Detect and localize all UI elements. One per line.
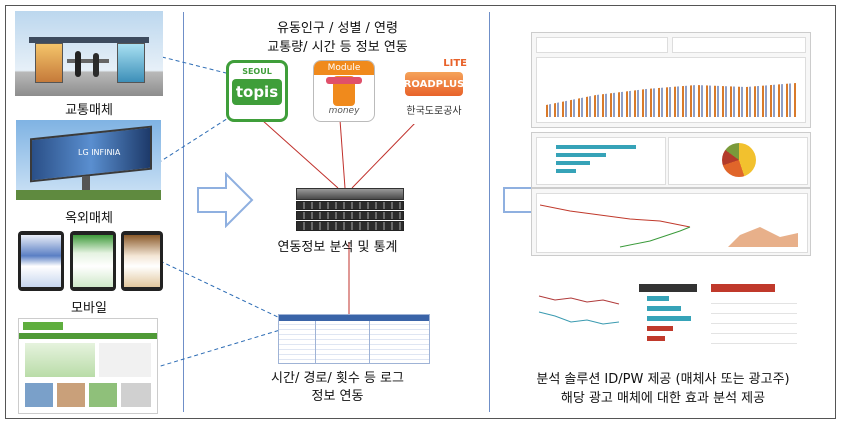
divider-left xyxy=(183,12,184,412)
log-table-image xyxy=(278,314,430,364)
phone-screenshot xyxy=(70,231,116,291)
topis-logo-main: topis xyxy=(232,79,282,105)
arrow-right-icon xyxy=(197,172,254,228)
caption-server-analysis: 연동정보 분석 및 통계 xyxy=(277,240,398,255)
dashboard-screenshot-report xyxy=(531,278,809,350)
roadplus-logo-main: ROADPLUS xyxy=(403,79,465,90)
phone-screenshot xyxy=(18,231,64,291)
caption-log-line1: 시간/ 경로/ 횟수 등 로그 xyxy=(271,371,404,386)
dashboard-screenshot-line-area xyxy=(531,188,811,256)
label-outdoor-media: 옥외매체 xyxy=(65,211,113,226)
roadplus-logo-sub: 한국도로공사 xyxy=(406,106,462,117)
caption-effect-analysis: 해당 광고 매체에 대한 효과 분석 제공 xyxy=(560,391,766,406)
billboard-text: LG INFINIA xyxy=(78,148,121,157)
line-area-chart-thumb xyxy=(540,204,798,248)
tmoney-logo-main: money xyxy=(328,106,360,116)
label-mobile: 모바일 xyxy=(71,301,107,316)
caption-traffic: 교통량/ 시간 등 정보 연동 xyxy=(267,40,408,55)
dashboard-screenshot-hbar-pie xyxy=(531,132,811,188)
roadplus-logo: LITE ROADPLUS 한국도로공사 xyxy=(401,58,467,124)
divider-right xyxy=(489,12,490,412)
label-transit-media: 교통매체 xyxy=(65,103,113,118)
server-rack-image xyxy=(296,188,404,232)
diagram-frame xyxy=(5,5,836,419)
bus-stop-image xyxy=(15,11,163,96)
tmoney-logo: Module money xyxy=(313,60,375,122)
topis-logo-top: SEOUL xyxy=(242,67,272,76)
topis-logo: SEOUL topis xyxy=(226,60,288,122)
caption-population: 유동인구 / 성별 / 연령 xyxy=(277,21,398,36)
tmoney-logo-badge: Module xyxy=(314,61,374,75)
caption-log-line2: 정보 연동 xyxy=(311,389,364,404)
website-screenshot xyxy=(18,318,158,414)
dashboard-screenshot-bar-chart xyxy=(531,32,811,128)
caption-solution: 분석 솔루션 ID/PW 제공 (매체사 또는 광고주) xyxy=(536,372,790,387)
report-line-chart-thumb xyxy=(538,295,620,325)
roadplus-logo-lite: LITE xyxy=(443,58,467,69)
billboard-image: LG INFINIA xyxy=(16,120,161,200)
phone-screenshot xyxy=(121,231,163,291)
